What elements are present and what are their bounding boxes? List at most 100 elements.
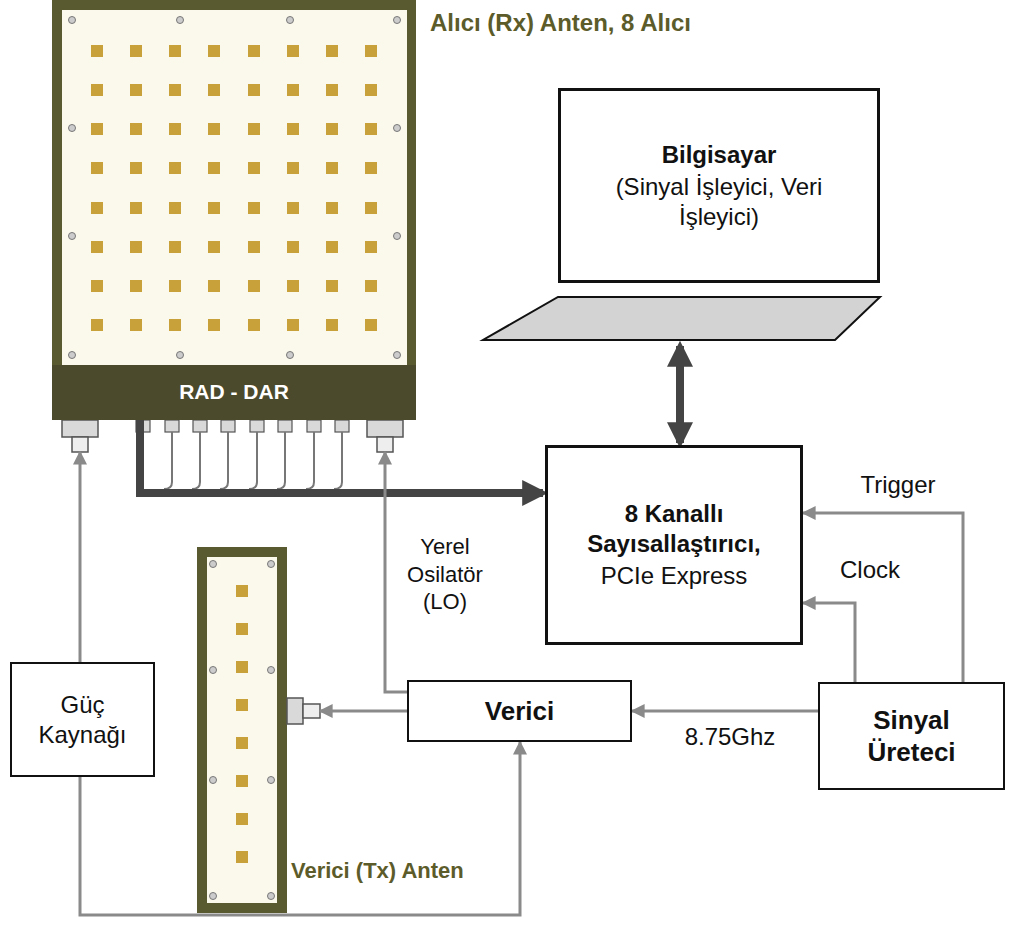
antenna-element bbox=[287, 319, 299, 331]
antenna-element bbox=[287, 202, 299, 214]
sma-connector bbox=[221, 420, 235, 432]
screw bbox=[268, 667, 275, 674]
tx-antenna-face bbox=[207, 557, 277, 903]
screw bbox=[394, 125, 401, 132]
diagram-node: Verici bbox=[407, 680, 632, 742]
rx-elements bbox=[91, 45, 377, 331]
node-text: Alıcı (Rx) Anten, 8 Alıcı bbox=[430, 8, 691, 38]
channel-wire bbox=[249, 432, 257, 489]
channel-wire bbox=[306, 432, 314, 489]
antenna-element bbox=[236, 699, 248, 711]
rx-power-connector bbox=[62, 420, 98, 437]
antenna-element bbox=[169, 280, 181, 292]
antenna-element bbox=[326, 84, 338, 96]
screw bbox=[394, 352, 401, 359]
connector bbox=[320, 710, 407, 713]
connector bbox=[803, 513, 963, 682]
connector bbox=[803, 603, 855, 682]
antenna-element bbox=[365, 202, 377, 214]
antenna-element bbox=[326, 319, 338, 331]
channel-wire bbox=[277, 432, 285, 489]
antenna-element bbox=[248, 123, 260, 135]
antenna-element bbox=[208, 45, 220, 57]
antenna-element bbox=[326, 162, 338, 174]
antenna-element bbox=[169, 202, 181, 214]
connector bbox=[79, 452, 82, 662]
laptop-base bbox=[483, 297, 880, 340]
rx-lo-connector bbox=[377, 437, 393, 452]
connector bbox=[385, 452, 407, 692]
antenna-element bbox=[236, 813, 248, 825]
antenna-element bbox=[326, 202, 338, 214]
node-text: Verici bbox=[485, 695, 554, 728]
antenna-element bbox=[169, 241, 181, 253]
screw bbox=[177, 352, 184, 359]
screw bbox=[394, 233, 401, 240]
connector bbox=[140, 420, 543, 493]
screw bbox=[268, 777, 275, 784]
connector bbox=[676, 346, 684, 443]
screw bbox=[210, 777, 217, 784]
antenna-element bbox=[169, 162, 181, 174]
antenna-element bbox=[91, 241, 103, 253]
antenna-element bbox=[326, 280, 338, 292]
sma-connector bbox=[335, 420, 349, 432]
screw bbox=[177, 17, 184, 24]
antenna-element bbox=[91, 45, 103, 57]
antenna-element bbox=[208, 241, 220, 253]
connector bbox=[632, 710, 818, 713]
sma-connector bbox=[307, 420, 321, 432]
tx-connector bbox=[287, 698, 303, 724]
antenna-element bbox=[287, 45, 299, 57]
diagram-node: RAD - DAR bbox=[52, 365, 416, 420]
diagram-node: Alıcı (Rx) Anten, 8 AlıcıRAD - DAR bbox=[52, 0, 416, 420]
antenna-element bbox=[287, 84, 299, 96]
antenna-element bbox=[248, 162, 260, 174]
tx-elements bbox=[236, 585, 248, 863]
antenna-element bbox=[248, 241, 260, 253]
rx-power-connector bbox=[72, 437, 88, 452]
screw bbox=[268, 893, 275, 900]
screw bbox=[268, 561, 275, 568]
channel-wire bbox=[192, 432, 200, 489]
antenna-element bbox=[248, 84, 260, 96]
antenna-element bbox=[208, 84, 220, 96]
node-text: 8 Kanallı Sayısallaştırıcı, bbox=[552, 499, 797, 559]
tx-connector bbox=[303, 704, 320, 718]
screw bbox=[210, 667, 217, 674]
antenna-element bbox=[169, 319, 181, 331]
antenna-element bbox=[365, 45, 377, 57]
antenna-element bbox=[365, 84, 377, 96]
diagram-node: Sinyal Üreteci bbox=[818, 682, 1005, 790]
antenna-element bbox=[236, 661, 248, 673]
antenna-element bbox=[236, 851, 248, 863]
edge-label: 8.75Ghz bbox=[660, 722, 800, 752]
node-text: (Sinyal İşleyici, Veri İşleyici) bbox=[614, 172, 824, 232]
node-text: Sinyal Üreteci bbox=[827, 704, 997, 769]
channel-wire bbox=[164, 432, 172, 489]
node-text: Bilgisayar bbox=[662, 140, 777, 170]
rx-panel-housing bbox=[52, 0, 416, 420]
antenna-element bbox=[91, 202, 103, 214]
sma-connector bbox=[278, 420, 292, 432]
antenna-element bbox=[287, 241, 299, 253]
antenna-element bbox=[248, 45, 260, 57]
antenna-element bbox=[130, 241, 142, 253]
tx-screws bbox=[210, 561, 275, 900]
sma-connector bbox=[165, 420, 179, 432]
screw bbox=[287, 17, 294, 24]
antenna-element bbox=[91, 280, 103, 292]
antenna-element bbox=[208, 319, 220, 331]
edge-label: Trigger bbox=[838, 470, 958, 500]
antenna-element bbox=[130, 202, 142, 214]
antenna-element bbox=[91, 84, 103, 96]
screw bbox=[287, 352, 294, 359]
rx-channel-connectors bbox=[136, 420, 349, 489]
antenna-element bbox=[287, 162, 299, 174]
diagram-node: Güç Kaynağı bbox=[10, 662, 155, 777]
channel-wire bbox=[334, 432, 342, 489]
antenna-element bbox=[248, 280, 260, 292]
screw bbox=[69, 17, 76, 24]
antenna-element bbox=[326, 241, 338, 253]
diagram-node: Verici (Tx) Anten bbox=[197, 547, 287, 913]
